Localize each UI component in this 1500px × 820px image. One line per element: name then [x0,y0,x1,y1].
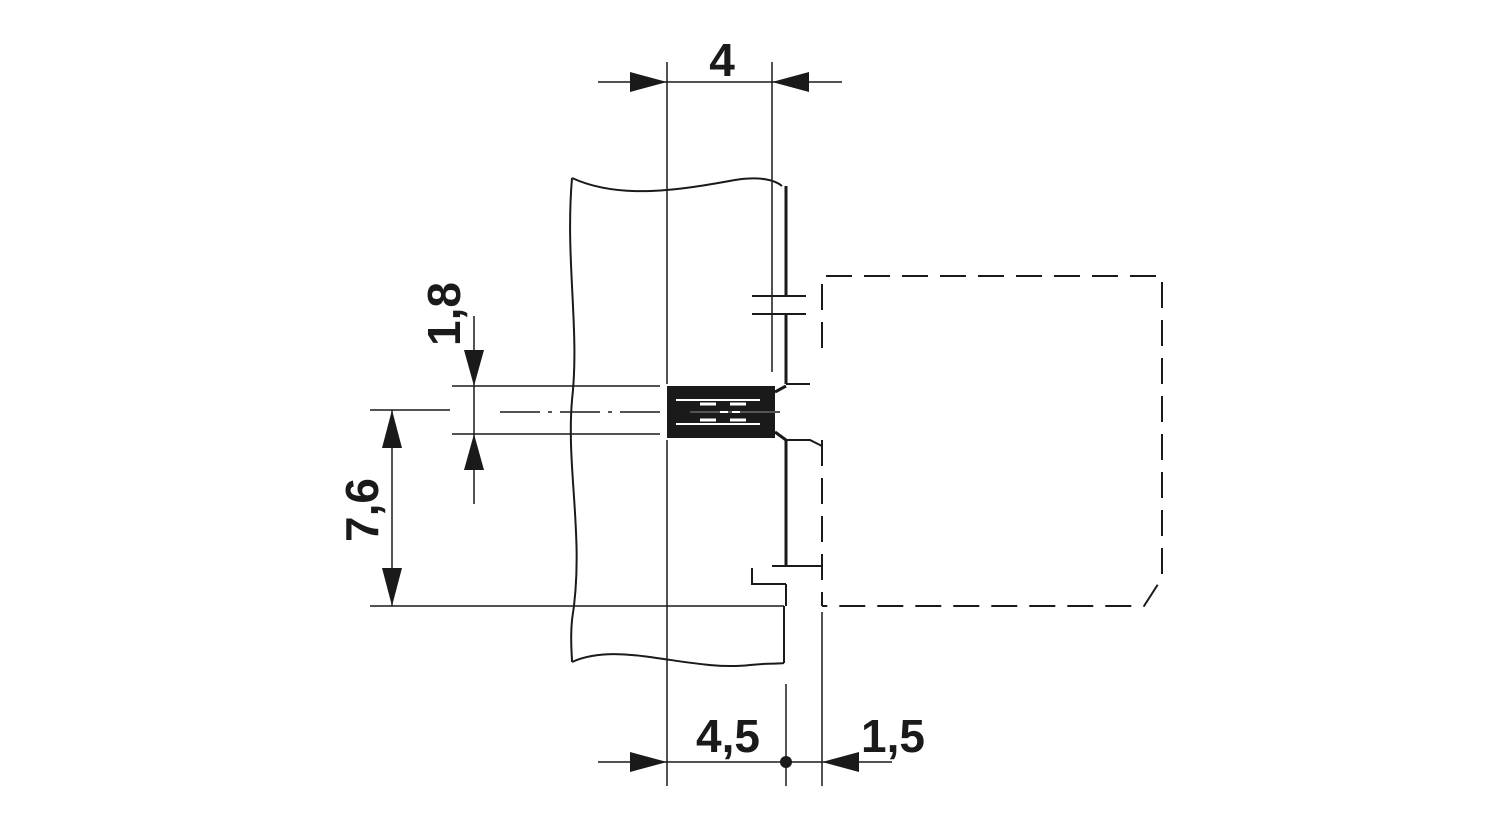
arrow-up-icon [464,434,484,470]
pitch-extension-lines [370,385,784,607]
edge-ticks [751,295,822,606]
arrow-right-icon [630,752,667,772]
dimension-label-top: 4 [709,34,735,86]
arrow-left-icon [772,72,809,92]
dimension-dot [780,756,792,768]
arrow-down-icon [382,568,402,606]
dimension-label-bottom-left: 4,5 [696,710,760,762]
arrow-right-icon [630,72,667,92]
dimension-pitch: 1,8 [418,282,484,504]
arrow-left-icon [822,752,859,772]
dimension-top-width: 4 [598,34,842,92]
connector-pin [667,384,787,442]
arrow-up-icon [382,410,402,448]
arrow-down-icon [464,350,484,386]
dimension-bottom: 4,5 1,5 [598,710,925,772]
component-outline [786,275,1163,607]
dimension-label-height: 7,6 [336,478,388,542]
dimension-label-pitch: 1,8 [418,282,470,346]
board-outline [569,177,785,667]
reference-lines [666,62,823,786]
dimension-label-bottom-right: 1,5 [861,710,925,762]
dimension-height: 7,6 [336,410,402,606]
